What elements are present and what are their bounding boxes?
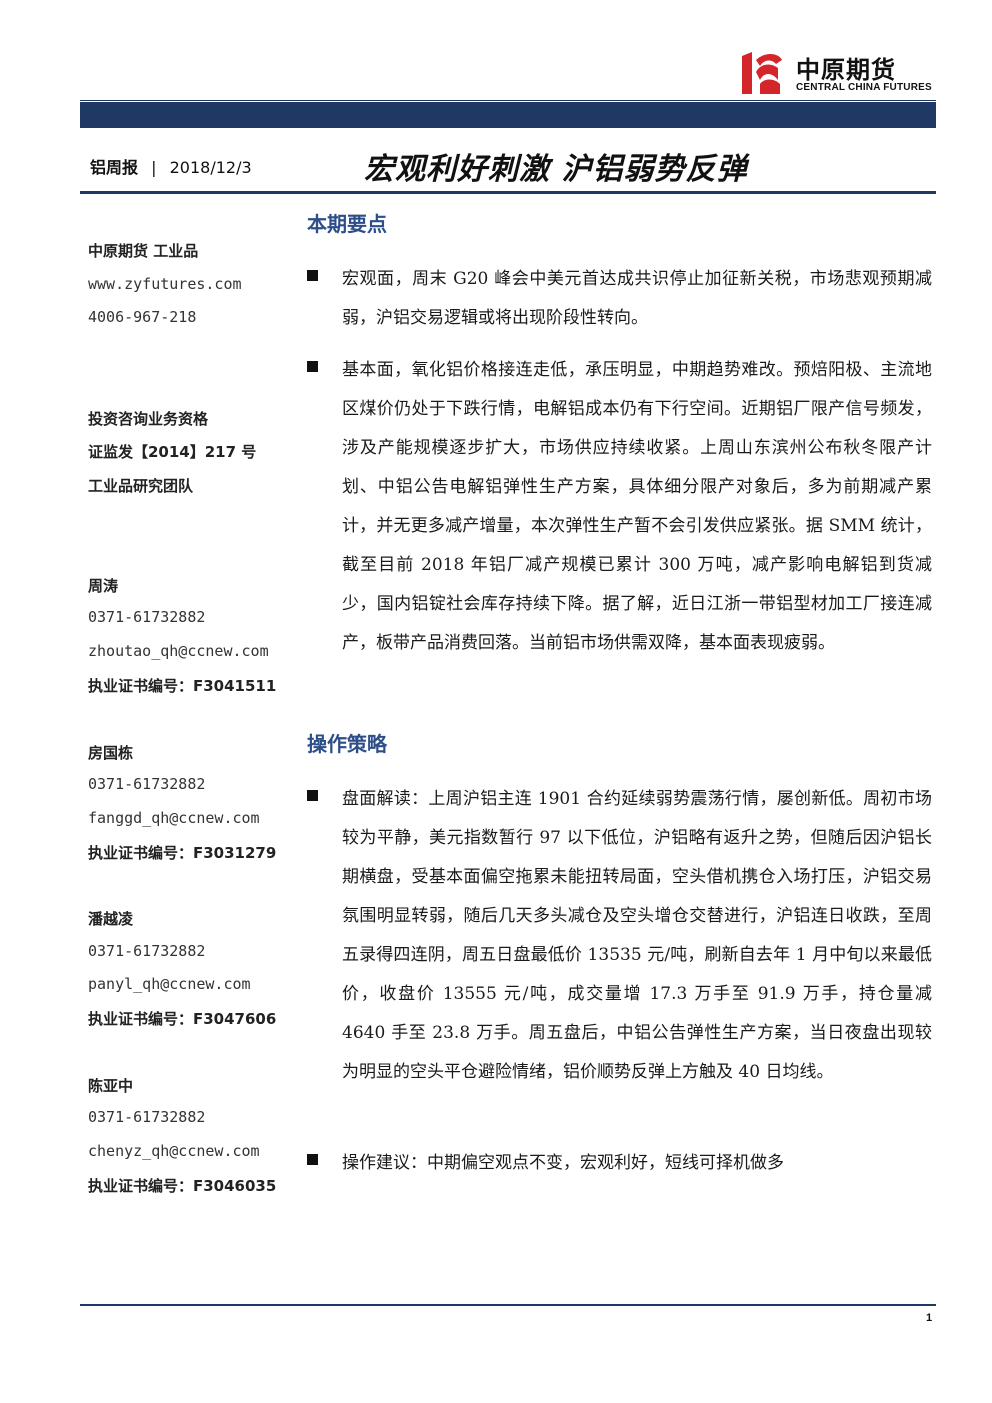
report-date: 2018/12/3: [169, 158, 252, 177]
logo-name-en: CENTRAL CHINA FUTURES: [796, 82, 932, 93]
analyst-license: 执业证书编号：F3041511: [88, 677, 277, 695]
logo-name-cn: 中原期货: [796, 56, 896, 84]
analyst-name: 房国栋: [88, 744, 134, 762]
analyst-phone: 0371-61732882: [88, 775, 206, 793]
bullet-square-icon: [307, 270, 318, 281]
bullet-text: 操作建议：中期偏空观点不变，宏观利好，短线可择机做多: [342, 1153, 784, 1173]
company-logo: 中原期货 CENTRAL CHINA FUTURES: [738, 50, 938, 98]
bullet-text: 宏观面，周末 G20 峰会中美元首达成共识停止加征新关税，市场悲观预期减弱，沪铝…: [342, 269, 932, 328]
sidebar-qualification-title: 投资咨询业务资格: [88, 410, 209, 428]
bullet-square-icon: [307, 1154, 318, 1165]
analyst-phone: 0371-61732882: [88, 942, 206, 960]
bullet-text: 基本面，氧化铝价格接连走低，承压明显，中期趋势难改。预焙阳极、主流地区煤价仍处于…: [342, 360, 932, 653]
page-number: 1: [926, 1312, 933, 1324]
header-separator: |: [151, 158, 157, 177]
report-meta: 铝周报 | 2018/12/3: [90, 154, 252, 178]
analyst-name: 陈亚中: [88, 1077, 134, 1095]
sidebar-team: 工业品研究团队: [88, 477, 194, 495]
sidebar-company: 中原期货 工业品: [88, 242, 199, 260]
header-rule: [80, 191, 936, 194]
analyst-license: 执业证书编号：F3047606: [88, 1010, 277, 1028]
top-bar-line: [80, 100, 936, 101]
footer-rule: [80, 1304, 936, 1306]
analyst-phone: 0371-61732882: [88, 1108, 206, 1126]
report-header: 铝周报 | 2018/12/3 宏观利好刺激 沪铝弱势反弹: [80, 140, 936, 188]
analyst-email: zhoutao_qh@ccnew.com: [88, 642, 269, 660]
analyst-phone: 0371-61732882: [88, 608, 206, 626]
sidebar-hotline: 4006-967-218: [88, 308, 197, 326]
analyst-email: panyl_qh@ccnew.com: [88, 975, 251, 993]
analyst-email: chenyz_qh@ccnew.com: [88, 1142, 260, 1160]
logo-mark-icon: [738, 50, 784, 96]
bullet-square-icon: [307, 790, 318, 801]
analyst-email: fanggd_qh@ccnew.com: [88, 809, 260, 827]
analyst-name: 周涛: [88, 577, 119, 595]
bullet-square-icon: [307, 361, 318, 372]
sidebar-website: www.zyfutures.com: [88, 275, 242, 293]
section-title-key-points: 本期要点: [307, 212, 387, 236]
analyst-name: 潘越凌: [88, 910, 134, 928]
analyst-license: 执业证书编号：F3046035: [88, 1177, 277, 1195]
report-title: 宏观利好刺激 沪铝弱势反弹: [364, 152, 748, 187]
analyst-license: 执业证书编号：F3031279: [88, 844, 277, 862]
report-type: 铝周报: [90, 158, 139, 177]
top-banner-bar: [80, 102, 936, 128]
bullet-text: 盘面解读：上周沪铝主连 1901 合约延续弱势震荡行情，屡创新低。周初市场较为平…: [342, 789, 932, 1082]
section-title-strategy: 操作策略: [307, 732, 387, 756]
sidebar-qualification-no: 证监发【2014】217 号: [88, 443, 257, 461]
